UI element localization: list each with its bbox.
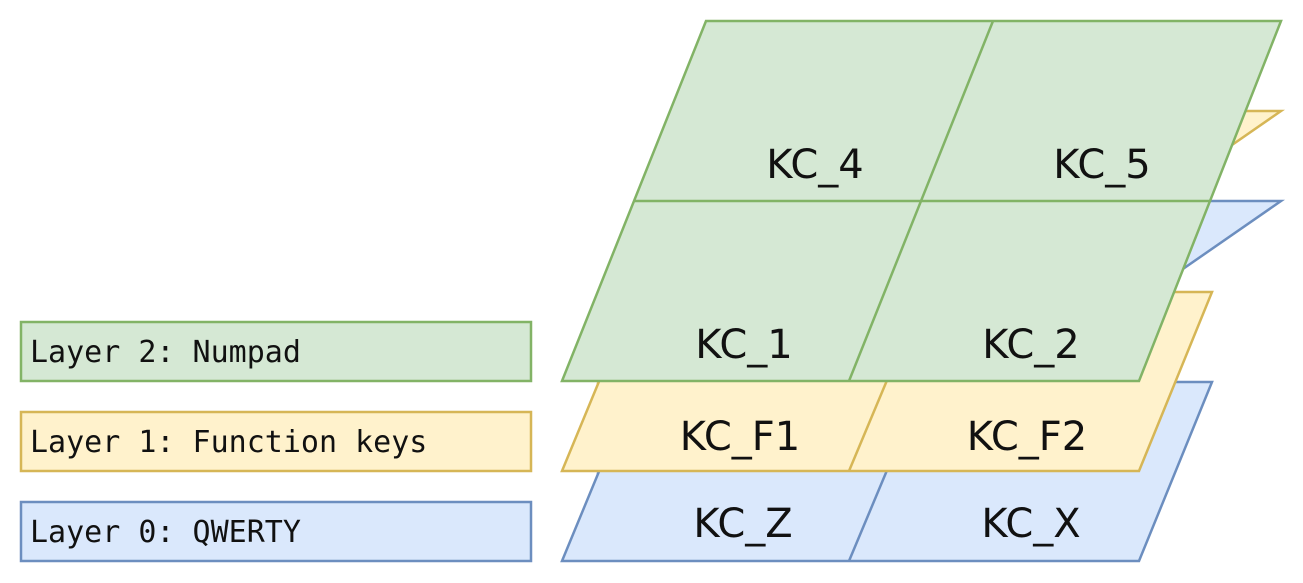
legend: Layer 2: Numpad Layer 1: Function keys L… <box>19 320 533 563</box>
legend-label-layer-2: Layer 2: Numpad <box>30 335 301 370</box>
layer-2-col-divider <box>847 20 995 382</box>
legend-item-layer-1: Layer 1: Function keys <box>19 410 533 473</box>
legend-item-layer-0: Layer 0: QWERTY <box>19 500 533 563</box>
key-kc-4: KC_4 <box>766 142 863 188</box>
key-kc-2: KC_2 <box>982 322 1079 368</box>
key-kc-5: KC_5 <box>1053 142 1150 188</box>
layer-2-plane: KC_1 KC_2 KC_4 KC_5 <box>560 19 1283 383</box>
legend-label-layer-0: Layer 0: QWERTY <box>30 515 301 550</box>
key-kc-1: KC_1 <box>695 322 792 368</box>
legend-item-layer-2: Layer 2: Numpad <box>19 320 533 383</box>
key-kc-f2: KC_F2 <box>967 414 1087 460</box>
key-kc-f1: KC_F1 <box>680 414 800 460</box>
key-kc-z: KC_Z <box>693 501 792 547</box>
key-kc-x: KC_X <box>981 501 1080 547</box>
legend-label-layer-1: Layer 1: Function keys <box>30 425 427 460</box>
